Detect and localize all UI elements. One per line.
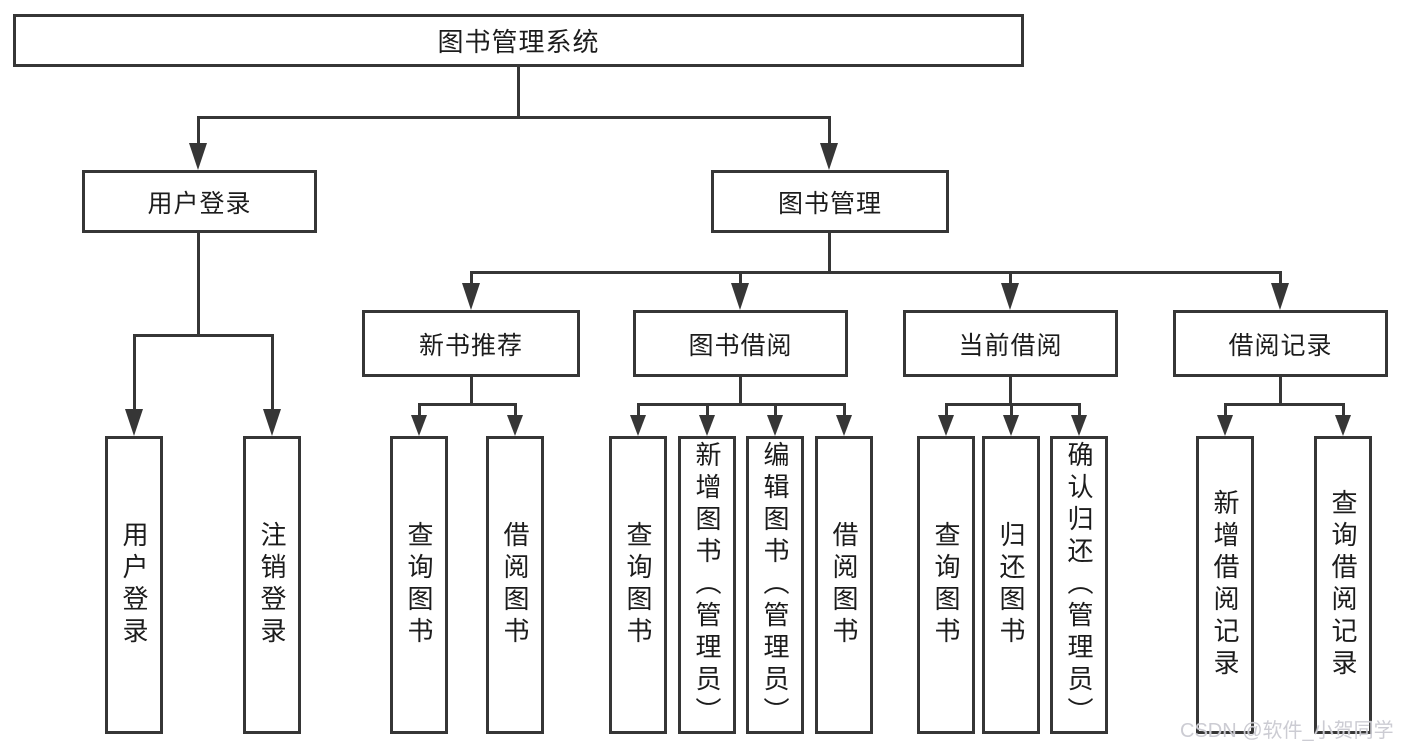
leaf-confirm-return-admin: 确认归还（管理员） bbox=[1050, 436, 1108, 734]
arrow-down-icon bbox=[767, 415, 783, 436]
arrow-down-icon bbox=[1003, 415, 1019, 436]
leaf-add-borrowing-record: 新增借阅记录 bbox=[1196, 436, 1254, 734]
node-user-login: 用户登录 bbox=[82, 170, 317, 233]
connector-vline bbox=[828, 116, 831, 145]
leaf-label: 借阅图书 bbox=[500, 521, 530, 649]
node-current-borrowing: 当前借阅 bbox=[903, 310, 1118, 377]
leaf-label: 用户登录 bbox=[119, 521, 149, 649]
connector-vline bbox=[514, 403, 517, 417]
connector-vline bbox=[739, 377, 742, 405]
connector-vline bbox=[418, 403, 421, 417]
connector-hline bbox=[418, 403, 517, 406]
arrow-down-icon bbox=[411, 415, 427, 436]
node-label: 当前借阅 bbox=[958, 331, 1063, 360]
connector-vline bbox=[1009, 271, 1012, 287]
leaf-label: 新增图书（管理员） bbox=[692, 441, 722, 729]
connector-vline bbox=[470, 377, 473, 405]
node-label: 图书管理系统 bbox=[437, 27, 600, 57]
leaf-label: 查询借阅记录 bbox=[1328, 489, 1358, 681]
node-label: 图书借阅 bbox=[688, 331, 793, 360]
connector-vline bbox=[843, 403, 846, 417]
node-library-management-system: 图书管理系统 bbox=[13, 14, 1024, 67]
connector-vline bbox=[517, 67, 520, 118]
connector-vline bbox=[945, 403, 948, 417]
arrow-down-icon bbox=[699, 415, 715, 436]
node-new-book-recommendation: 新书推荐 bbox=[362, 310, 580, 377]
arrow-down-icon bbox=[1071, 415, 1087, 436]
node-label: 借阅记录 bbox=[1228, 331, 1333, 360]
leaf-query-books-borrowing: 查询图书 bbox=[609, 436, 667, 734]
connector-vline bbox=[1010, 403, 1013, 417]
arrow-down-icon bbox=[1335, 415, 1351, 436]
leaf-logout: 注销登录 bbox=[243, 436, 301, 734]
arrow-down-icon bbox=[1271, 283, 1289, 310]
connector-vline bbox=[828, 233, 831, 273]
connector-hline bbox=[470, 271, 1282, 274]
connector-vline bbox=[1279, 271, 1282, 287]
leaf-label: 查询图书 bbox=[931, 521, 961, 649]
arrow-down-icon bbox=[462, 283, 480, 310]
connector-hline bbox=[637, 403, 845, 406]
leaf-edit-book-admin: 编辑图书（管理员） bbox=[746, 436, 804, 734]
leaf-borrow-books: 借阅图书 bbox=[815, 436, 873, 734]
node-book-management: 图书管理 bbox=[711, 170, 949, 233]
arrow-down-icon bbox=[938, 415, 954, 436]
connector-vline bbox=[197, 233, 200, 336]
arrow-down-icon bbox=[820, 143, 838, 170]
arrow-down-icon bbox=[263, 409, 281, 436]
leaf-label: 注销登录 bbox=[257, 521, 287, 649]
arrow-down-icon bbox=[731, 283, 749, 310]
connector-vline bbox=[1279, 377, 1282, 405]
connector-hline bbox=[197, 116, 831, 119]
connector-vline bbox=[706, 403, 709, 417]
node-label: 图书管理 bbox=[777, 189, 882, 218]
leaf-label: 新增借阅记录 bbox=[1210, 489, 1240, 681]
node-borrowing-records: 借阅记录 bbox=[1173, 310, 1388, 377]
connector-hline bbox=[1224, 403, 1344, 406]
arrow-down-icon bbox=[836, 415, 852, 436]
arrow-down-icon bbox=[630, 415, 646, 436]
connector-vline bbox=[197, 116, 200, 145]
leaf-label: 编辑图书（管理员） bbox=[760, 441, 790, 729]
leaf-label: 确认归还（管理员） bbox=[1064, 441, 1094, 729]
connector-vline bbox=[133, 334, 136, 412]
connector-hline bbox=[133, 334, 274, 337]
leaf-add-book-admin: 新增图书（管理员） bbox=[678, 436, 736, 734]
connector-vline bbox=[774, 403, 777, 417]
leaf-label: 查询图书 bbox=[404, 521, 434, 649]
leaf-label: 借阅图书 bbox=[829, 521, 859, 649]
connector-vline bbox=[637, 403, 640, 417]
arrow-down-icon bbox=[125, 409, 143, 436]
connector-vline bbox=[470, 271, 473, 287]
watermark: CSDN @软件_小贺同学 bbox=[1180, 720, 1394, 742]
connector-vline bbox=[1009, 377, 1012, 405]
leaf-query-borrowing-record: 查询借阅记录 bbox=[1314, 436, 1372, 734]
leaf-query-books-current: 查询图书 bbox=[917, 436, 975, 734]
leaf-label: 归还图书 bbox=[996, 521, 1026, 649]
leaf-query-books-recommendation: 查询图书 bbox=[390, 436, 448, 734]
arrow-down-icon bbox=[189, 143, 207, 170]
arrow-down-icon bbox=[1001, 283, 1019, 310]
leaf-return-books: 归还图书 bbox=[982, 436, 1040, 734]
node-book-borrowing: 图书借阅 bbox=[633, 310, 848, 377]
connector-vline bbox=[271, 334, 274, 412]
arrow-down-icon bbox=[507, 415, 523, 436]
connector-vline bbox=[739, 271, 742, 287]
connector-vline bbox=[1342, 403, 1345, 417]
connector-vline bbox=[1078, 403, 1081, 417]
node-label: 新书推荐 bbox=[418, 331, 523, 360]
node-label: 用户登录 bbox=[147, 189, 252, 218]
leaf-user-login: 用户登录 bbox=[105, 436, 163, 734]
arrow-down-icon bbox=[1217, 415, 1233, 436]
leaf-label: 查询图书 bbox=[623, 521, 653, 649]
leaf-borrow-books-recommendation: 借阅图书 bbox=[486, 436, 544, 734]
connector-vline bbox=[1224, 403, 1227, 417]
